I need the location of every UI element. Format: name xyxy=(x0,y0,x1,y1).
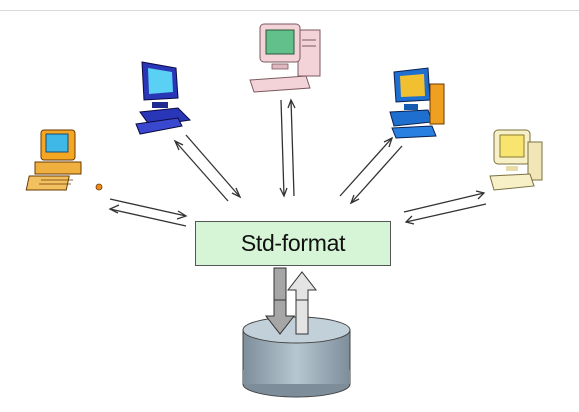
arrow-yellow-right xyxy=(403,190,487,225)
computer-icon-yellow xyxy=(489,129,543,191)
computer-icon-orange xyxy=(25,129,103,191)
arrow-blue-upper-left xyxy=(173,134,242,202)
arrow-overlay xyxy=(264,299,309,335)
computer-icon-pink xyxy=(249,23,321,93)
arrow-left-orange xyxy=(108,198,188,227)
std-format-box: Std-format xyxy=(195,221,391,266)
computer-icon-blue-yellow xyxy=(389,67,445,139)
computer-icon-blue xyxy=(135,61,192,135)
arrow-blue-upper-right xyxy=(339,136,403,205)
arrow-pink-top xyxy=(279,98,296,198)
top-divider xyxy=(0,10,579,11)
std-format-label: Std-format xyxy=(240,230,346,256)
